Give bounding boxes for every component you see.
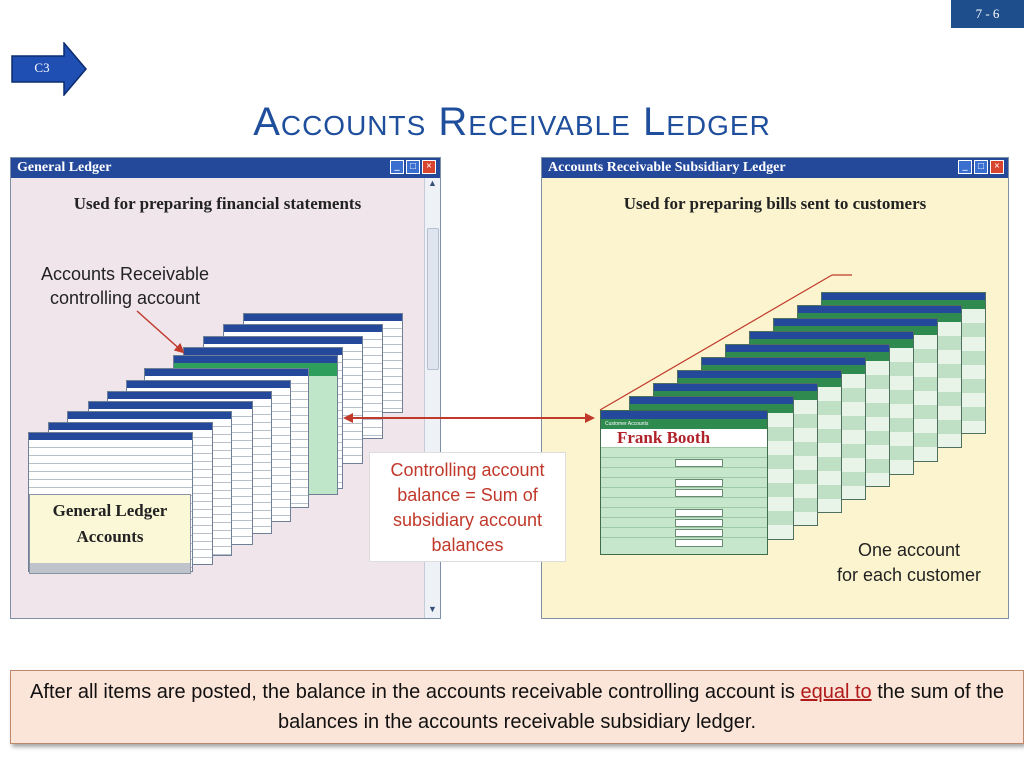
form-row bbox=[601, 457, 767, 467]
objective-arrow-icon bbox=[11, 42, 87, 96]
summary-emphasis: equal to bbox=[800, 681, 872, 703]
controlling-account-callout-line2: controlling account bbox=[49, 288, 201, 308]
controlling-account-callout-line1: Accounts Receivable bbox=[40, 264, 210, 284]
page-number-badge: 7 - 6 bbox=[951, 0, 1024, 28]
form-row bbox=[601, 537, 767, 547]
general-ledger-titlebar: General Ledger _ □ × bbox=[11, 158, 440, 178]
controlling-balance-note-line3: subsidiary account bbox=[392, 510, 543, 530]
controlling-account-callout: Accounts Receivable controlling account bbox=[20, 262, 230, 310]
one-account-callout-line1: One account bbox=[857, 540, 961, 560]
objective-tag: C3 bbox=[34, 60, 50, 75]
general-ledger-accounts-line1: General Ledger bbox=[52, 501, 168, 520]
controlling-balance-note-line1: Controlling account bbox=[390, 460, 545, 480]
form-row bbox=[601, 447, 767, 457]
general-ledger-title: General Ledger bbox=[17, 160, 112, 175]
customer-accounts-header: Customer Accounts bbox=[601, 419, 767, 429]
one-account-callout: One account for each customer bbox=[820, 538, 998, 588]
general-ledger-accounts-line2: Accounts bbox=[76, 527, 144, 546]
form-row bbox=[601, 487, 767, 497]
maximize-icon[interactable]: □ bbox=[406, 160, 420, 174]
scroll-up-icon[interactable]: ▲ bbox=[428, 178, 437, 188]
minimize-icon[interactable]: _ bbox=[958, 160, 972, 174]
controlling-balance-note: Controlling account balance = Sum of sub… bbox=[369, 452, 566, 562]
maximize-icon[interactable]: □ bbox=[974, 160, 988, 174]
controlling-account-pointer bbox=[136, 310, 185, 354]
form-row bbox=[601, 517, 767, 527]
summary-text-before: After all items are posted, the balance … bbox=[30, 681, 795, 703]
customer-account-frank-booth: Customer Accounts Frank Booth bbox=[600, 410, 768, 555]
slide-title: Accounts Receivable Ledger bbox=[253, 100, 771, 144]
form-row bbox=[601, 497, 767, 507]
summary-text-after: the sum of the balances in the accounts … bbox=[277, 681, 1004, 733]
form-row bbox=[601, 507, 767, 517]
stack-guide-line bbox=[599, 274, 833, 411]
subsidiary-ledger-title: Accounts Receivable Subsidiary Ledger bbox=[548, 160, 786, 175]
one-account-callout-line2: for each customer bbox=[836, 565, 982, 585]
close-icon[interactable]: × bbox=[422, 160, 436, 174]
subsidiary-ledger-titlebar: Accounts Receivable Subsidiary Ledger _ … bbox=[542, 158, 1008, 178]
form-row bbox=[601, 527, 767, 537]
subsidiary-ledger-subtitle: Used for preparing bills sent to custome… bbox=[623, 194, 927, 213]
scroll-down-icon[interactable]: ▼ bbox=[428, 604, 437, 614]
scroll-thumb[interactable] bbox=[427, 228, 439, 370]
controlling-balance-note-line2: balance = Sum of bbox=[397, 485, 538, 505]
general-ledger-accounts-label: General Ledger Accounts bbox=[29, 494, 191, 574]
general-ledger-subtitle: Used for preparing financial statements bbox=[73, 194, 362, 213]
form-row bbox=[601, 477, 767, 487]
controlling-balance-note-line4: balances bbox=[431, 535, 504, 555]
close-icon[interactable]: × bbox=[990, 160, 1004, 174]
minimize-icon[interactable]: _ bbox=[390, 160, 404, 174]
form-row bbox=[601, 467, 767, 477]
customer-name: Frank Booth bbox=[601, 429, 767, 447]
summary-box: After all items are posted, the balance … bbox=[10, 670, 1024, 744]
